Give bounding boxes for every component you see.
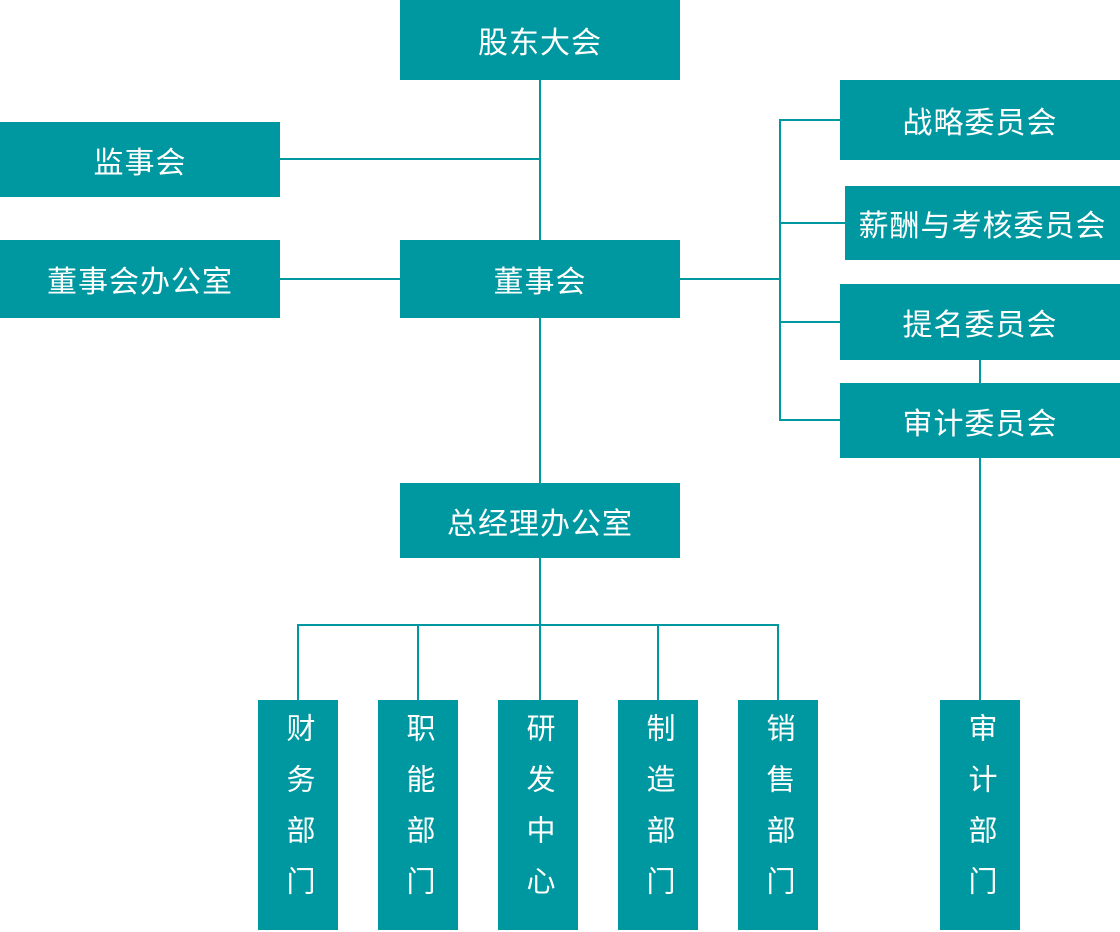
node-nomination-committee: 提名委员会 [840, 284, 1120, 360]
node-sales-department: 销售部门 [738, 700, 818, 930]
connector-trunk-nomination [780, 321, 840, 323]
node-remuneration-committee: 薪酬与考核委员会 [845, 186, 1120, 260]
connector-bus-rd [539, 624, 541, 700]
connector-trunk-remuneration [780, 222, 845, 224]
connector-board-gm-office [539, 318, 541, 483]
connector-trunk-audit-committee [780, 419, 840, 421]
connector-department-bus [297, 624, 779, 626]
connector-bus-finance [297, 624, 299, 700]
node-supervisory-board: 监事会 [0, 122, 280, 197]
node-board-office: 董事会办公室 [0, 240, 280, 318]
connector-audit-committee-dept [979, 458, 981, 700]
node-general-manager-office: 总经理办公室 [400, 483, 680, 558]
connector-bus-sales [777, 624, 779, 700]
node-finance-department: 财务部门 [258, 700, 338, 930]
node-audit-department: 审计部门 [940, 700, 1020, 930]
connector-bus-functional [417, 624, 419, 700]
node-shareholders-meeting: 股东大会 [400, 0, 680, 80]
connector-bus-manufacturing [657, 624, 659, 700]
connector-supervisory-trunk [280, 158, 540, 160]
node-manufacturing-department: 制造部门 [618, 700, 698, 930]
node-audit-committee: 审计委员会 [840, 383, 1120, 458]
connector-committee-trunk-vertical [779, 119, 781, 421]
connector-board-committee-trunk [680, 278, 780, 280]
connector-boardoffice-board [280, 278, 400, 280]
node-rd-center: 研发中心 [498, 700, 578, 930]
node-strategy-committee: 战略委员会 [840, 80, 1120, 160]
connector-nomination-audit-stub [979, 360, 981, 383]
connector-gm-office-bus [539, 558, 541, 625]
node-board-of-directors: 董事会 [400, 240, 680, 318]
connector-trunk-strategy [780, 119, 840, 121]
connector-shareholders-board [539, 80, 541, 240]
node-functional-department: 职能部门 [378, 700, 458, 930]
